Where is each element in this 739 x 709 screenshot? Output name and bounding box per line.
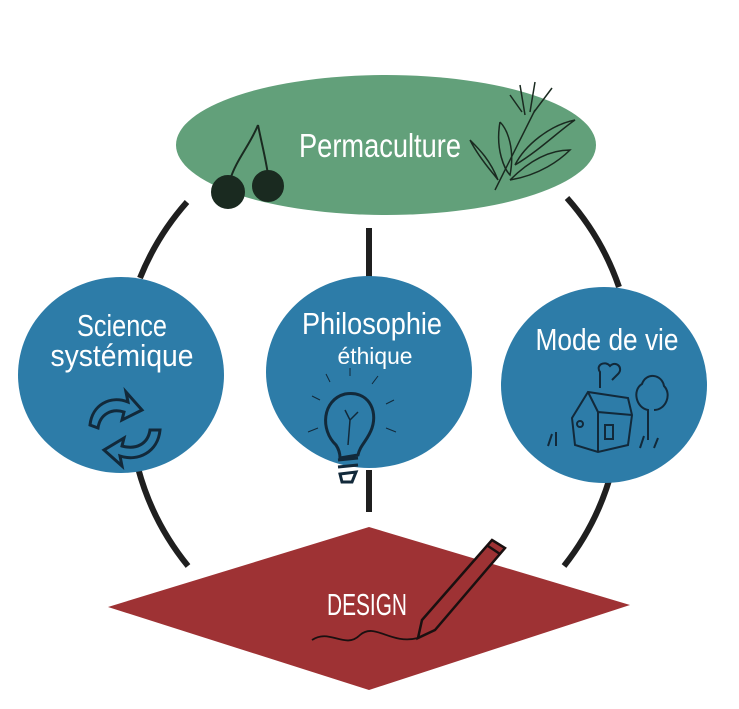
recycle-arrows-icon <box>88 386 162 471</box>
design-label: DESIGN <box>327 587 407 622</box>
pillar-philosophie: Philosophie éthique <box>266 276 472 484</box>
pillar-mode-de-vie-line1: Mode de vie <box>536 322 679 357</box>
permaculture-label: Permaculture <box>299 127 461 164</box>
house-icon <box>547 362 669 454</box>
pillar-philosophie-line2: éthique <box>338 343 413 369</box>
pillar-mode-de-vie: Mode de vie <box>501 287 707 483</box>
arc-top-right <box>564 196 622 288</box>
pillar-science-line2: systémique <box>51 338 194 373</box>
lightbulb-icon <box>307 368 397 484</box>
design-node: DESIGN <box>108 527 630 690</box>
pillar-philosophie-line1: Philosophie <box>302 306 442 341</box>
arc-bottom-right <box>561 469 615 568</box>
arc-bottom-left <box>135 467 191 568</box>
arc-top-left <box>137 200 190 280</box>
plant-icon <box>469 81 576 191</box>
permaculture-node: Permaculture <box>176 75 596 215</box>
pencil-icon <box>311 538 507 642</box>
cherries-icon <box>211 124 284 209</box>
pillar-science: Science systémique <box>18 277 224 473</box>
pillar-science-line1: Science <box>77 308 167 343</box>
